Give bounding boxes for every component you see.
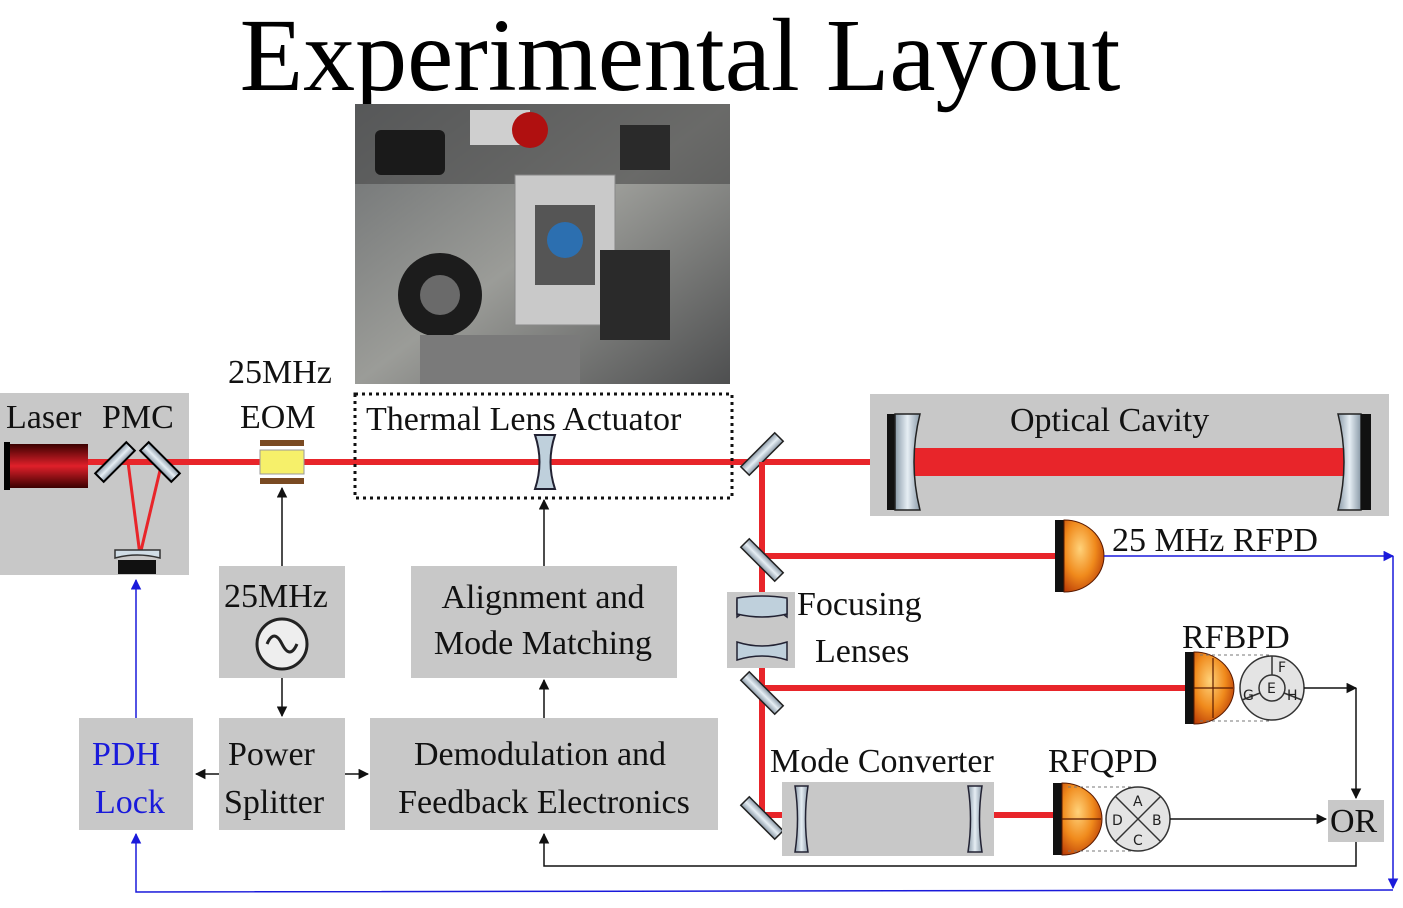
rfbpd-bullseye-icon: E F G H <box>1239 655 1305 721</box>
optical-cavity-label: Optical Cavity <box>1010 402 1209 439</box>
alignment-label-line2: Mode Matching <box>434 625 652 662</box>
bullseye-e: E <box>1267 681 1276 697</box>
focusing-lens-lower <box>736 640 788 662</box>
quadrant-d: D <box>1112 813 1123 829</box>
rfqpd-photodiode <box>1053 782 1103 856</box>
pdh-label-line2: Lock <box>95 784 165 821</box>
rfqpd-quadrant-icon: A B C D <box>1105 786 1171 852</box>
rfbpd-label: RFBPD <box>1182 619 1290 656</box>
thermal-lens-actuator-label: Thermal Lens Actuator <box>366 401 682 438</box>
splitter-label-line2: Splitter <box>224 784 325 821</box>
blue-signal-lines <box>130 550 1399 893</box>
black-signal-lines <box>194 486 1362 867</box>
pdh-label-line1: PDH <box>92 736 160 773</box>
or-gate-label: OR <box>1330 803 1378 840</box>
laser-label: Laser <box>6 399 82 436</box>
or-gate-box <box>1328 800 1384 842</box>
mode-converter-box <box>782 782 994 856</box>
diagram-title: Experimental Layout <box>240 0 1121 113</box>
rfqpd-label: RFQPD <box>1048 743 1158 780</box>
quadrant-b: B <box>1152 813 1162 829</box>
rfbpd-photodiode <box>1185 651 1235 725</box>
mode-converter-lens-left <box>794 785 809 853</box>
splitter-label-line1: Power <box>228 736 316 773</box>
thermal-lens <box>533 434 557 490</box>
sine-wave-icon <box>255 617 309 671</box>
bullseye-h: H <box>1287 688 1298 704</box>
pmc-mirrors <box>93 440 182 574</box>
quadrant-a: A <box>1133 794 1143 810</box>
eom-device <box>259 440 305 484</box>
bullseye-g: G <box>1243 688 1254 704</box>
rfpd-label: 25 MHz RFPD <box>1112 522 1318 559</box>
pdh-lock-box <box>79 718 193 830</box>
cavity-input-splitter <box>739 431 785 477</box>
mode-converter-lens-right <box>967 785 983 853</box>
pmc-label: PMC <box>102 399 174 436</box>
demod-label-line2: Feedback Electronics <box>398 784 690 821</box>
lab-photo <box>355 104 730 384</box>
pickoff-mirror-1 <box>739 537 785 583</box>
alignment-box <box>411 566 677 678</box>
alignment-label-line1: Alignment and <box>441 579 644 616</box>
cavity-beam <box>905 448 1345 476</box>
power-splitter-box <box>219 718 345 830</box>
demod-label-line1: Demodulation and <box>414 736 666 773</box>
cavity-input-mirror <box>887 413 921 511</box>
pickoff-mirror-3 <box>739 795 785 841</box>
mode-converter-label: Mode Converter <box>770 743 994 780</box>
rfpd-photodiode <box>1055 519 1105 593</box>
cavity-end-mirror <box>1337 413 1371 511</box>
lenses-label: Lenses <box>815 633 909 670</box>
bullseye-f: F <box>1278 660 1286 676</box>
pickoff-mirror-2 <box>739 670 785 716</box>
thermal-lens-actuator-box <box>353 392 734 500</box>
eom-frequency-label: 25MHz <box>228 354 332 391</box>
eom-label: EOM <box>240 399 316 436</box>
focusing-lens-upper-convex <box>736 595 788 618</box>
demodulation-box <box>370 718 718 830</box>
laser-head <box>4 442 88 490</box>
oscillator-frequency-label: 25MHz <box>224 578 328 615</box>
focusing-label: Focusing <box>797 586 922 623</box>
quadrant-c: C <box>1133 833 1143 849</box>
